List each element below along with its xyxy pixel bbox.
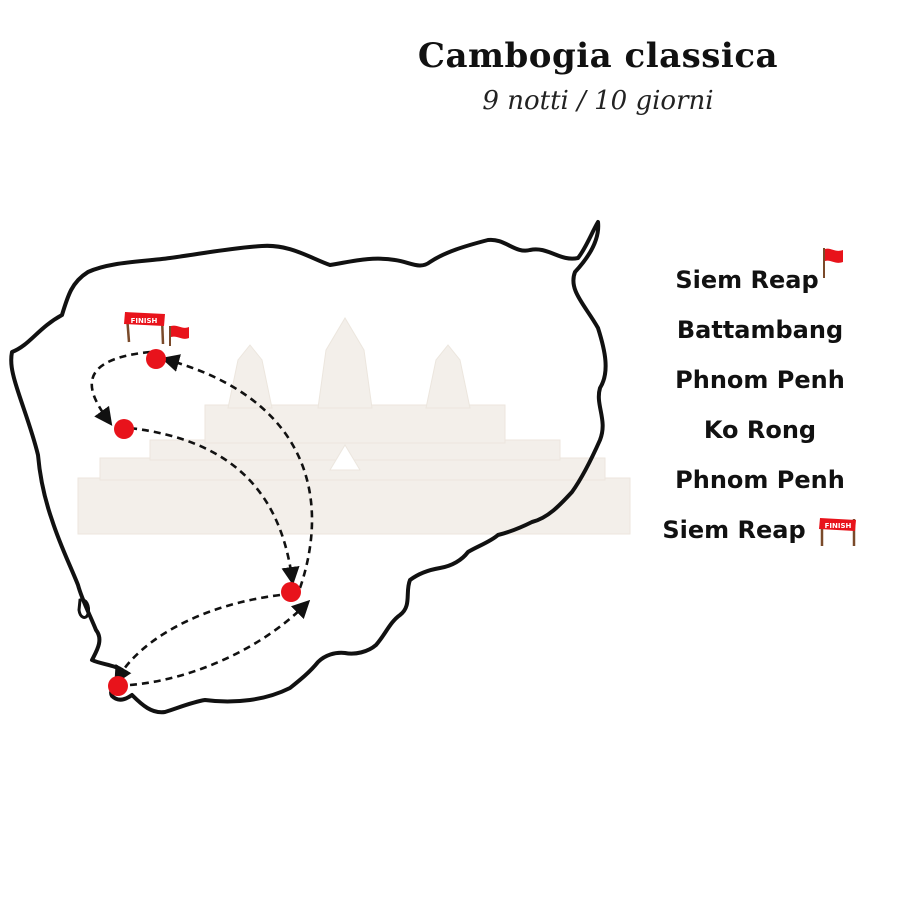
itinerary-item-label: Siem Reap xyxy=(662,516,806,544)
page-title: Cambogia classica xyxy=(417,36,779,76)
itinerary-item-label: Battambang xyxy=(676,316,844,344)
finish-banner-icon: FINISH xyxy=(818,518,856,546)
page-subtitle: 9 notti / 10 giorni xyxy=(482,86,714,116)
route-stops xyxy=(108,349,301,696)
start-flag-icon xyxy=(822,248,843,278)
finish-banner-label: FINISH xyxy=(131,317,158,325)
route-battambang-phnompenh xyxy=(129,426,300,586)
itinerary-item-phnom-penh: Phnom Penh xyxy=(640,358,880,408)
route-phnompenh-siemreap xyxy=(160,354,314,589)
finish-inline-label: FINISH xyxy=(824,522,851,530)
island-outline xyxy=(77,598,90,619)
stop-phnom-penh xyxy=(281,582,301,602)
route-siemreap-battambang xyxy=(90,350,151,426)
stop-ko-rong xyxy=(108,676,128,696)
itinerary-item-label: Phnom Penh xyxy=(675,466,845,494)
itinerary-item-ko-rong: Ko Rong xyxy=(640,408,880,458)
itinerary-item-label: Ko Rong xyxy=(703,416,817,444)
itinerary-list: Siem Reap Battambang Phnom Penh Ko Rong … xyxy=(640,248,880,558)
finish-banner-icon: FINISH xyxy=(124,312,165,345)
temple-watermark xyxy=(77,317,631,535)
start-flag-icon xyxy=(169,325,189,346)
route-phnompenh-korong xyxy=(114,593,281,685)
itinerary-item-siem-reap-finish: Siem Reap FINISH xyxy=(640,508,880,558)
itinerary-item-label: Phnom Penh xyxy=(675,366,845,394)
itinerary-item-phnom-penh-return: Phnom Penh xyxy=(640,458,880,508)
country-outline xyxy=(9,220,608,715)
stop-siem-reap xyxy=(146,349,166,369)
itinerary-item-siem-reap-start: Siem Reap xyxy=(640,248,880,308)
route-korong-phnompenh xyxy=(129,599,311,687)
stop-battambang xyxy=(114,419,134,439)
itinerary-item-battambang: Battambang xyxy=(640,308,880,358)
route-lines xyxy=(90,350,314,687)
itinerary-item-label: Siem Reap xyxy=(675,266,819,294)
